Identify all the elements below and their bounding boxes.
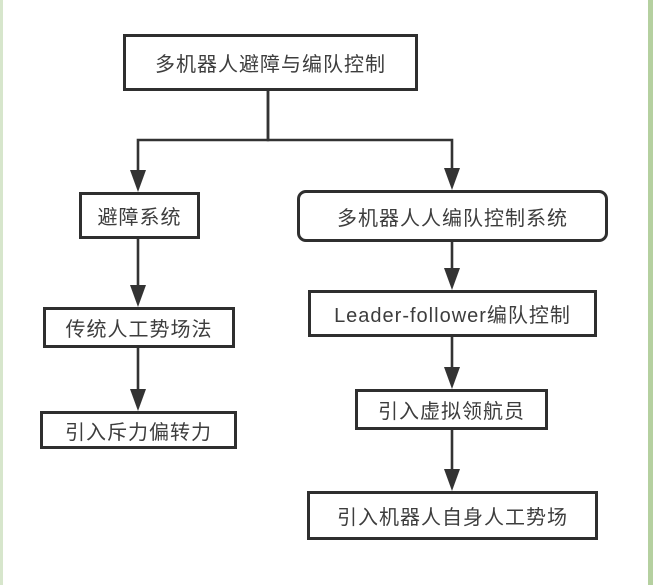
right-border-stripe: [648, 0, 653, 585]
node-root: 多机器人避障与编队控制: [123, 34, 418, 91]
left-border-stripe: [0, 0, 3, 585]
node-self-apf: 引入机器人自身人工势场: [307, 491, 598, 540]
node-formation-control-system: 多机器人人编队控制系统: [297, 190, 608, 242]
node-traditional-apf: 传统人工势场法: [43, 307, 235, 348]
node-obstacle-avoidance: 避障系统: [79, 192, 200, 239]
node-leader-follower: Leader-follower编队控制: [308, 290, 597, 337]
node-repulsive-deflection: 引入斥力偏转力: [40, 411, 237, 449]
node-virtual-leader: 引入虚拟领航员: [355, 389, 548, 430]
